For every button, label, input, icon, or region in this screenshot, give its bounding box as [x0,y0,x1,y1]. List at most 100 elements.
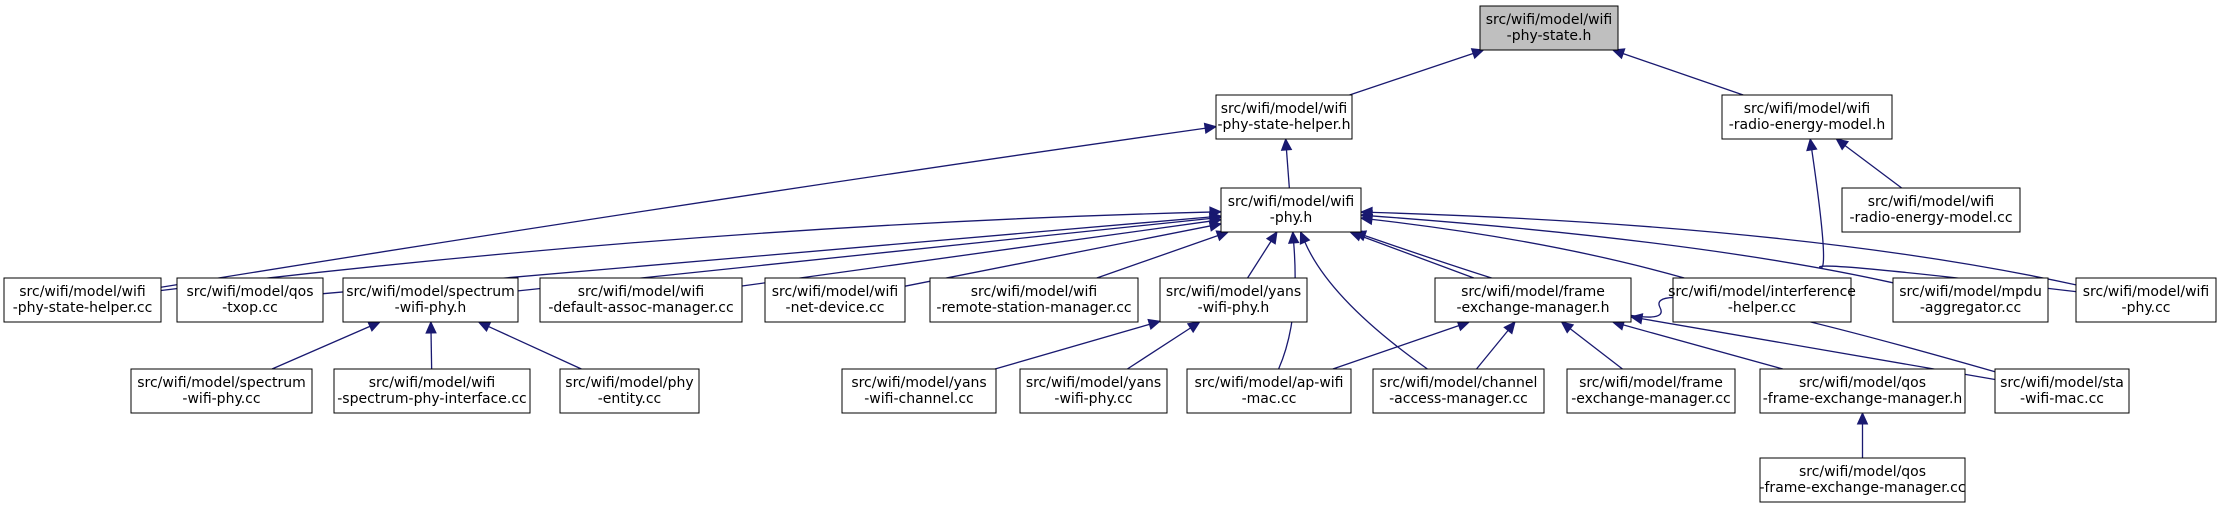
file-path-line-2: -default-assoc-manager.cc [548,300,733,316]
file-node-box [176,277,324,323]
file-path-line-2: -phy-state-helper.h [1217,117,1350,133]
file-node[interactable]: src/wifi/model/yans-wifi-phy.cc [1019,368,1168,414]
arrowhead-icon [1503,321,1516,335]
file-node-box [1759,368,1966,414]
file-path-line-1: src/wifi/model/wifi [19,284,146,300]
file-node[interactable]: src/wifi/model/wifi-phy-state-helper.cc [3,277,162,323]
file-path-line-2: -frame-exchange-manager.h [1763,391,1963,407]
file-node[interactable]: src/wifi/model/frame-exchange-manager.cc [1566,368,1736,414]
file-node[interactable]: src/wifi/model/sta-wifi-mac.cc [1994,368,2130,414]
arrowhead-icon [1299,230,1311,245]
file-path-line-1: src/wifi/model/yans [1026,375,1161,391]
dependency-edge [1285,149,1290,189]
arrowhead-icon [1203,122,1218,135]
file-node[interactable]: src/wifi/model/mpdu-aggregator.cc [1892,277,2049,323]
arrowhead-icon [1470,48,1485,60]
file-node-box [1019,368,1168,414]
file-node[interactable]: src/wifi/model/interference-helper.cc [1668,277,1856,323]
file-path-line-2: -wifi-phy.cc [1054,391,1132,407]
dependency-edge [994,323,1150,370]
file-path-line-2: -phy.cc [2122,300,2171,316]
arrowhead-icon [367,321,382,332]
arrowhead-icon [1359,206,1373,219]
file-node[interactable]: src/wifi/model/frame-exchange-manager.h [1434,277,1632,323]
file-path-line-1: src/wifi/model/wifi [369,375,496,391]
dependency-edge [1126,327,1191,370]
arrowhead-icon [1835,138,1849,151]
file-path-line-2: -wifi-phy.h [395,300,467,316]
file-node-box [1186,368,1352,414]
file-node[interactable]: src/wifi/model/qos-frame-exchange-manage… [1759,457,1966,503]
file-path-line-2: -mac.cc [1242,391,1297,407]
file-node-box [342,277,519,323]
file-path-line-2: -remote-station-manager.cc [936,300,1131,316]
file-path-line-2: -txop.cc [222,300,278,316]
arrowhead-icon [1629,313,1644,325]
file-node[interactable]: src/wifi/model/wifi-spectrum-phy-interfa… [333,368,531,414]
file-path-line-1: src/wifi/model/spectrum [346,284,515,300]
file-path-line-1: src/wifi/model/yans [1166,284,1301,300]
dependency-edge [1371,215,1894,284]
file-path-line-1: src/wifi/model/ap-wifi [1194,375,1343,391]
dependency-edge [1332,324,1459,370]
file-path-line-1: src/wifi/model/wifi [1744,101,1871,117]
file-node[interactable]: src/wifi/model/wifi-phy-state-helper.h [1215,94,1353,140]
dependency-edge [430,332,433,370]
arrowhead-icon [1280,137,1293,151]
dependency-edge [1349,52,1474,96]
file-path-line-2: -exchange-manager.h [1457,300,1610,316]
root-file-node[interactable]: src/wifi/model/wifi-phy-state.h [1479,5,1619,51]
file-node-box [1220,187,1362,233]
file-path-line-1: src/wifi/model/spectrum [137,375,306,391]
file-node[interactable]: src/wifi/model/channel-access-manager.cc [1372,368,1545,414]
file-node-box [1759,457,1966,503]
file-node[interactable]: src/wifi/model/wifi-phy.cc [2075,277,2217,323]
node-layer: src/wifi/model/wifi-phy-state.hsrc/wifi/… [3,5,2217,503]
file-node-box [1215,94,1353,140]
file-node[interactable]: src/wifi/model/qos-txop.cc [176,277,324,323]
file-node[interactable]: src/wifi/model/qos-frame-exchange-manage… [1759,368,1966,414]
file-node-box [1434,277,1632,323]
dependency-edge [1371,211,2077,286]
file-node[interactable]: src/wifi/model/phy-entity.cc [559,368,700,414]
file-path-line-2: -aggregator.cc [1920,300,2021,316]
file-node[interactable]: src/wifi/model/yans-wifi-channel.cc [841,368,997,414]
file-node-box [559,368,700,414]
arrowhead-icon [1208,220,1223,232]
file-node[interactable]: src/wifi/model/yans-wifi-phy.h [1159,277,1308,323]
file-path-line-2: -wifi-channel.cc [864,391,974,407]
file-node[interactable]: src/wifi/model/wifi-phy.h [1220,187,1362,233]
file-node[interactable]: src/wifi/model/wifi-radio-energy-model.h [1721,94,1893,140]
file-node[interactable]: src/wifi/model/wifi-net-device.cc [764,277,906,323]
file-node-box [1159,277,1308,323]
arrowhead-icon [1856,411,1869,425]
file-path-line-1: src/wifi/model/wifi [2083,284,2210,300]
file-path-line-1: src/wifi/model/qos [1799,464,1926,480]
file-path-line-2: -phy-state.h [1507,28,1592,44]
file-node[interactable]: src/wifi/model/ap-wifi-mac.cc [1186,368,1352,414]
file-path-line-2: -phy-state-helper.cc [13,300,153,316]
file-path-line-1: src/wifi/model/wifi [1228,194,1355,210]
file-node-box [1994,368,2130,414]
file-node-box [1372,368,1545,414]
file-path-line-1: src/wifi/model/interference [1668,284,1856,300]
file-node[interactable]: src/wifi/model/spectrum-wifi-phy.h [342,277,519,323]
file-node[interactable]: src/wifi/model/wifi-radio-energy-model.c… [1841,187,2021,233]
file-node-box [929,277,1139,323]
file-node[interactable]: src/wifi/model/wifi-remote-station-manag… [929,277,1139,323]
arrowhead-icon [425,320,437,334]
file-node-box [1672,277,1852,323]
dependency-edge [488,325,582,370]
file-path-line-1: src/wifi/model/mpdu [1899,284,2042,300]
file-path-line-1: src/wifi/model/qos [186,284,313,300]
dependency-edge [271,325,371,370]
file-path-line-1: src/wifi/model/phy [565,375,693,391]
file-node[interactable]: src/wifi/model/spectrum-wifi-phy.cc [130,368,313,414]
arrowhead-icon [1611,48,1626,60]
file-node[interactable]: src/wifi/model/wifi-default-assoc-manage… [539,277,743,323]
file-path-line-2: -exchange-manager.cc [1571,391,1731,407]
file-path-line-2: -wifi-phy.h [1198,300,1270,316]
arrowhead-icon [1186,321,1201,334]
arrowhead-icon [1147,318,1162,331]
